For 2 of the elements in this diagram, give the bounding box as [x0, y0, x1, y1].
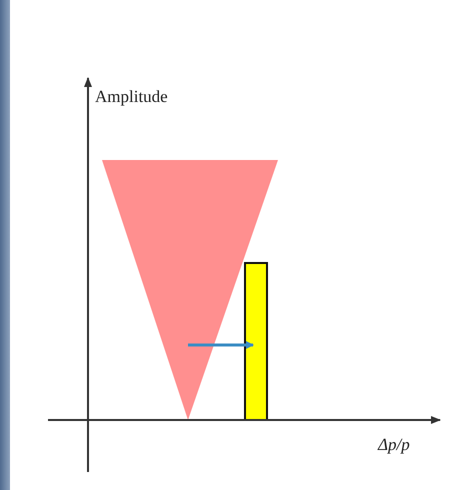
axis-label: Δp/p	[378, 436, 410, 453]
axis-label: Amplitude	[95, 88, 168, 105]
